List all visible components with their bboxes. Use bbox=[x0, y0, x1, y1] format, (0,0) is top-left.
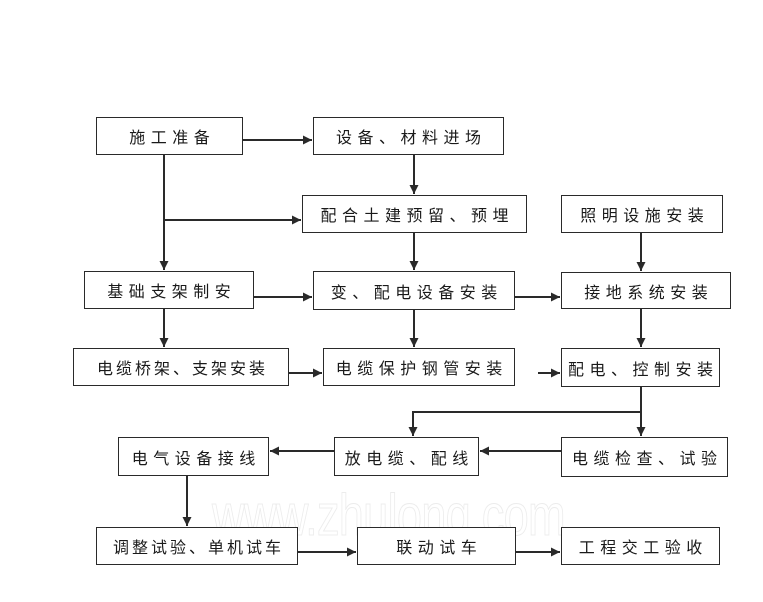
node-label: 配合土建预留、预埋 bbox=[320, 206, 514, 225]
node-foundation-bracket[interactable]: 基础支架制安 bbox=[84, 271, 254, 309]
node-civil-embedding[interactable]: 配合土建预留、预埋 bbox=[302, 195, 527, 233]
node-cable-test[interactable]: 电缆检查、试验 bbox=[561, 437, 728, 477]
node-distribution-control[interactable]: 配电、控制安装 bbox=[561, 348, 720, 387]
node-lighting-installation[interactable]: 照明设施安装 bbox=[561, 195, 723, 233]
node-label: 配电、控制安装 bbox=[567, 359, 719, 379]
node-label: 联动试车 bbox=[396, 538, 483, 557]
node-label: 施工准备 bbox=[129, 128, 216, 147]
node-substation-equipment[interactable]: 变、配电设备安装 bbox=[313, 271, 515, 310]
node-label: 工程交工验收 bbox=[578, 538, 708, 557]
node-joint-test[interactable]: 联动试车 bbox=[357, 527, 516, 565]
node-label: 调整试验、单机试车 bbox=[112, 538, 284, 557]
node-label: 变、配电设备安装 bbox=[330, 282, 503, 302]
node-cable-conduit[interactable]: 电缆保护钢管安装 bbox=[323, 348, 515, 386]
node-label: 电缆桥架、支架安装 bbox=[96, 359, 268, 378]
node-label: 照明设施安装 bbox=[580, 206, 710, 225]
node-label: 电缆检查、试验 bbox=[571, 449, 723, 468]
node-equipment-material-entry[interactable]: 设备、材料进场 bbox=[313, 117, 504, 155]
node-label: 电缆保护钢管安装 bbox=[335, 359, 508, 378]
node-construction-prep[interactable]: 施工准备 bbox=[96, 117, 243, 155]
edge-distribution-cable-laying bbox=[408, 411, 641, 436]
node-label: 设备、材料进场 bbox=[335, 128, 487, 147]
node-label: 接地系统安装 bbox=[584, 282, 714, 302]
node-label: 电气设备接线 bbox=[131, 448, 261, 468]
node-cable-tray[interactable]: 电缆桥架、支架安装 bbox=[73, 348, 289, 386]
node-label: 基础支架制安 bbox=[107, 282, 237, 301]
node-grounding-system[interactable]: 接地系统安装 bbox=[561, 272, 731, 309]
node-final-acceptance[interactable]: 工程交工验收 bbox=[561, 527, 720, 565]
node-label: 放电缆、配线 bbox=[344, 448, 474, 468]
node-cable-laying[interactable]: 放电缆、配线 bbox=[334, 437, 479, 476]
node-equipment-wiring[interactable]: 电气设备接线 bbox=[118, 437, 269, 476]
node-adjust-single-test[interactable]: 调整试验、单机试车 bbox=[96, 527, 298, 565]
